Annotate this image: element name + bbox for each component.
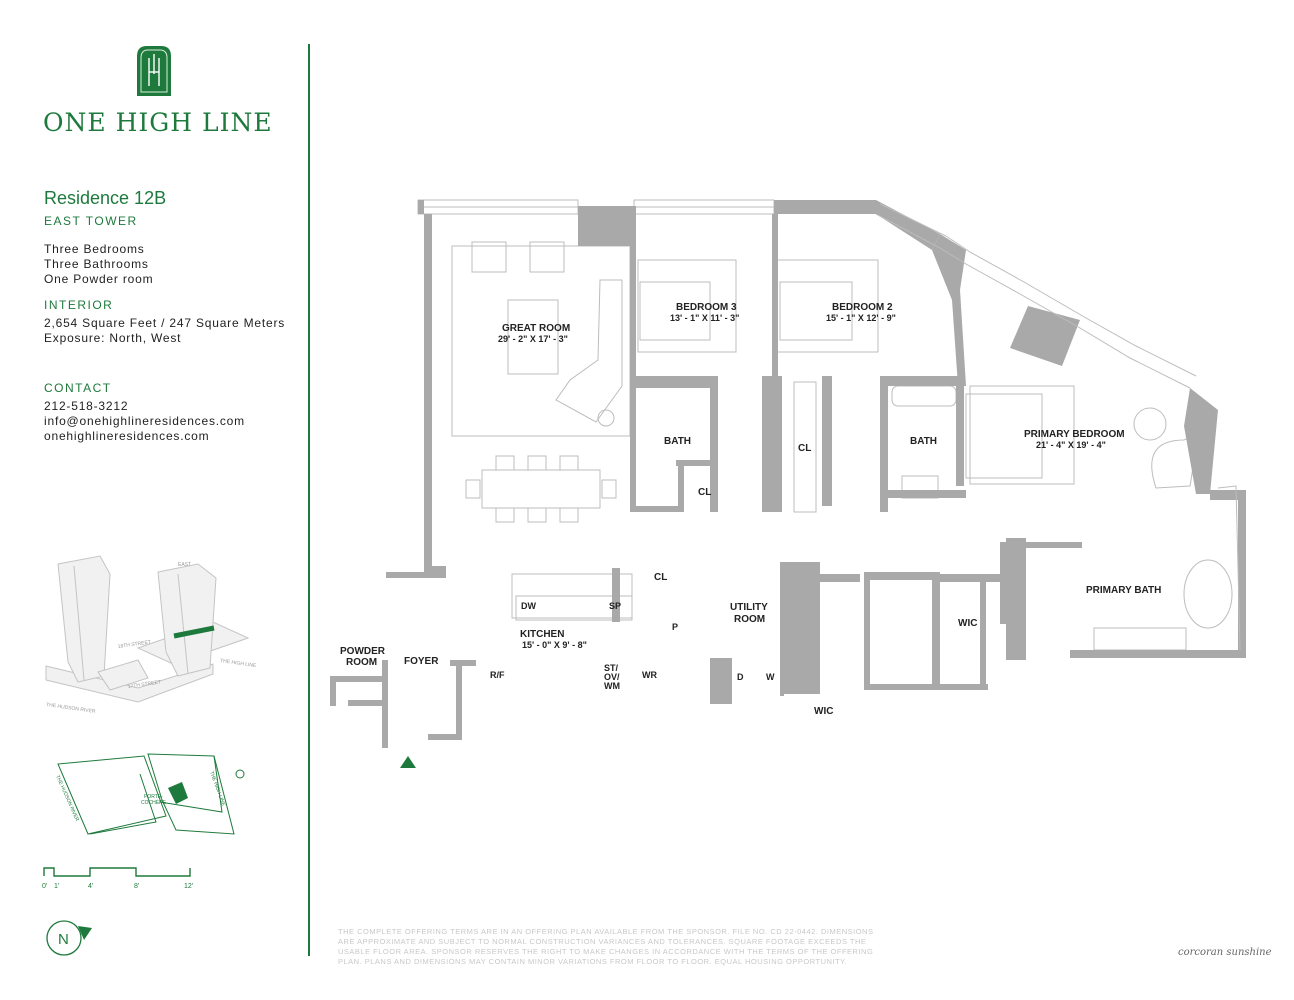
label-wr: WR bbox=[642, 670, 657, 680]
label-closet-1: CL bbox=[798, 443, 811, 454]
label-stove: ST/ bbox=[604, 663, 619, 673]
axon-17th-street: 17TH STREET bbox=[127, 679, 161, 690]
powder-room-count: One Powder room bbox=[44, 272, 154, 286]
site-plan-map: THE HUDSON RIVER THE HIGH LINE PORTE- CO… bbox=[54, 753, 245, 835]
label-powder: POWDER bbox=[340, 646, 386, 657]
label-kitchen: KITCHEN bbox=[520, 629, 564, 640]
label-wic-2: WIC bbox=[814, 706, 833, 717]
scale-tick-12: 12' bbox=[184, 883, 193, 890]
floor-plan: GREAT ROOM 29' - 2" X 17' - 3" BEDROOM 3… bbox=[330, 199, 1246, 768]
label-closet-kitchen: CL bbox=[654, 572, 667, 583]
entry-marker-icon bbox=[400, 756, 416, 768]
label-closet-2: CL bbox=[698, 487, 711, 498]
axon-east-label: EAST bbox=[178, 562, 191, 568]
label-wic-1: WIC bbox=[958, 618, 977, 629]
label-foyer: FOYER bbox=[404, 656, 439, 667]
brand-name: ONE HIGH LINE bbox=[43, 108, 273, 137]
interior-exposure: Exposure: North, West bbox=[44, 331, 182, 345]
dim-great-room: 29' - 2" X 17' - 3" bbox=[498, 334, 568, 344]
label-bedroom-2: BEDROOM 2 bbox=[832, 302, 893, 313]
label-sink-sp: SP bbox=[609, 601, 621, 611]
scale-tick-1: 1' bbox=[54, 883, 59, 890]
dim-kitchen: 15' - 0" X 9' - 8" bbox=[522, 640, 587, 650]
interior-area: 2,654 Square Feet / 247 Square Meters bbox=[44, 316, 286, 330]
label-bath-2: BATH bbox=[910, 436, 937, 447]
label-dishwasher: DW bbox=[521, 601, 536, 611]
label-utility-room: ROOM bbox=[734, 614, 765, 625]
label-bath-1: BATH bbox=[664, 436, 691, 447]
dim-primary-bedroom: 21' - 4" X 19' - 4" bbox=[1036, 440, 1106, 450]
info-sidebar: ONE HIGH LINE Residence 12B EAST TOWER T… bbox=[0, 0, 310, 1000]
site-hudson-river: THE HUDSON RIVER bbox=[54, 774, 80, 822]
logo-icon bbox=[137, 46, 171, 96]
label-wm: WM bbox=[604, 681, 620, 691]
disclaimer-line-2: ARE APPROXIMATE AND SUBJECT TO NORMAL CO… bbox=[338, 937, 867, 946]
dim-bedroom-2: 15' - 1" X 12' - 9" bbox=[826, 313, 896, 323]
contact-email[interactable]: info@onehighlineresidences.com bbox=[44, 414, 245, 428]
north-label: N bbox=[58, 931, 69, 948]
label-dryer: D bbox=[737, 672, 744, 682]
site-porte-label: PORTE- bbox=[144, 794, 163, 800]
residence-title: Residence 12B bbox=[44, 188, 167, 208]
residence-tower: EAST TOWER bbox=[44, 214, 138, 228]
interior-heading: INTERIOR bbox=[44, 298, 114, 312]
label-washer: W bbox=[766, 672, 775, 682]
disclaimer-line-1: THE COMPLETE OFFERING TERMS ARE IN AN OF… bbox=[338, 927, 874, 936]
scale-bar: 0' 1' 4' 8' 12' bbox=[42, 867, 193, 890]
label-primary-bedroom: PRIMARY BEDROOM bbox=[1024, 429, 1125, 440]
label-powder-room: ROOM bbox=[346, 657, 377, 668]
contact-website[interactable]: onehighlineresidences.com bbox=[44, 429, 210, 443]
label-refrigerator: R/F bbox=[490, 670, 505, 680]
broker-logo: corcoran sunshine bbox=[1178, 947, 1272, 958]
dim-bedroom-3: 13' - 1" X 11' - 3" bbox=[670, 313, 739, 323]
site-cochere-label: COCHÈRE bbox=[141, 799, 167, 806]
scale-tick-0: 0' bbox=[42, 883, 47, 890]
building-axonometric-diagram: EAST 18TH STREET THE HIGH LINE THE HUDSO… bbox=[45, 555, 258, 715]
axon-hudson-river: THE HUDSON RIVER bbox=[46, 702, 96, 715]
axon-high-line: THE HIGH LINE bbox=[220, 658, 258, 669]
label-utility: UTILITY bbox=[730, 602, 768, 613]
bedrooms-count: Three Bedrooms bbox=[44, 242, 145, 256]
scale-tick-8: 8' bbox=[134, 883, 139, 890]
contact-heading: CONTACT bbox=[44, 381, 112, 395]
contact-phone[interactable]: 212-518-3212 bbox=[44, 399, 129, 413]
label-great-room: GREAT ROOM bbox=[502, 323, 570, 334]
label-oven: OV/ bbox=[604, 672, 620, 682]
disclaimer-line-4: PLAN. PLANS AND DIMENSIONS MAY CONTAIN M… bbox=[338, 957, 848, 966]
axon-18th-street: 18TH STREET bbox=[117, 639, 151, 650]
north-arrow-icon: N bbox=[46, 920, 92, 956]
bathrooms-count: Three Bathrooms bbox=[44, 257, 149, 271]
disclaimer-line-3: USABLE FLOOR AREA. SPONSOR RESERVES THE … bbox=[338, 947, 874, 956]
label-pantry: P bbox=[672, 622, 678, 632]
vertical-divider bbox=[308, 44, 310, 956]
label-bedroom-3: BEDROOM 3 bbox=[676, 302, 737, 313]
label-primary-bath: PRIMARY BATH bbox=[1086, 585, 1161, 596]
scale-tick-4: 4' bbox=[88, 883, 93, 890]
